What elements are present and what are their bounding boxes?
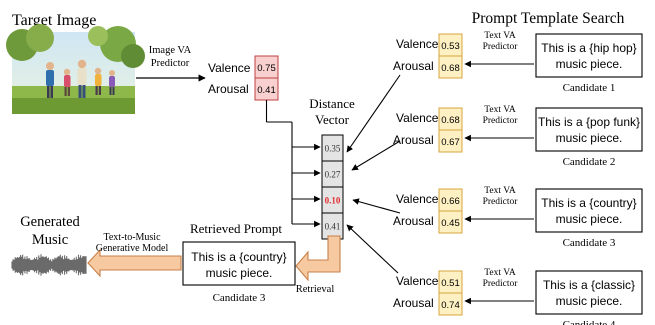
candidate-arousal-value: 0.68 xyxy=(441,63,460,74)
image-va-predictor-label-1: Image VA xyxy=(149,45,192,56)
image-valence-label: Valence xyxy=(208,61,251,75)
text-va-predictor-label-2: Predictor xyxy=(483,279,519,289)
candidate-arousal-box xyxy=(438,210,463,234)
distance-vector-label-1: Distance xyxy=(309,96,355,111)
text-va-predictor-label-1: Text VA xyxy=(484,186,516,196)
candidate-prompt-line-2: music piece. xyxy=(556,212,623,226)
candidate-arousal-box xyxy=(438,55,463,79)
candidate-valence-value: 0.53 xyxy=(441,41,460,52)
candidate-prompt-line-1: This is a {classic} xyxy=(543,278,635,292)
prompt-template-search-title: Prompt Template Search xyxy=(472,10,625,27)
candidate-arousal-value: 0.45 xyxy=(441,218,460,229)
candidate-valence-label: Valence xyxy=(396,274,439,288)
candidate-prompt-box xyxy=(535,270,643,315)
candidate-prompt-line-2: music piece. xyxy=(556,294,623,308)
image-va-box: 0.75 0.41 xyxy=(254,55,279,101)
retrieved-prompt-caption: Candidate 3 xyxy=(213,292,266,304)
candidate-arousal-box xyxy=(438,129,463,153)
candidate1-to-distance-arrow xyxy=(346,74,401,153)
candidate-prompt-line-2: music piece. xyxy=(556,57,623,71)
candidate-prompt-line-2: music piece. xyxy=(556,131,623,145)
candidate-arousal-value: 0.67 xyxy=(441,137,460,148)
candidate-arousal-label: Arousal xyxy=(393,59,434,73)
distance-vector: 0.35 0.27 0.10 0.41 xyxy=(321,134,344,240)
candidate-prompt-box xyxy=(535,107,643,152)
candidate-valence-label: Valence xyxy=(396,37,439,51)
candidate-arousal-label: Arousal xyxy=(393,214,434,228)
retrieved-prompt-line-1: This is a {country} xyxy=(191,250,286,264)
text-va-predictor-label-1: Text VA xyxy=(484,31,516,41)
distance-bracket xyxy=(265,100,293,224)
candidate-prompt-line-1: This is a {pop funk} xyxy=(538,115,640,129)
image-va-predictor-label-2: Predictor xyxy=(151,58,190,69)
distance-vector-label-2: Vector xyxy=(315,112,350,127)
candidate4-to-distance-arrow xyxy=(346,224,399,274)
generated-music-title-1: Generated xyxy=(20,214,80,230)
text-va-predictor-label-2: Predictor xyxy=(483,116,519,126)
candidate-prompt-line-1: This is a {country} xyxy=(541,196,636,210)
candidate-prompt-line-1: This is a {hip hop} xyxy=(541,41,636,55)
distance-value: 0.41 xyxy=(325,221,341,231)
image-arousal-value: 0.41 xyxy=(257,85,276,96)
image-valence-value: 0.75 xyxy=(257,63,276,74)
generated-music-title-2: Music xyxy=(32,232,68,248)
candidate-valence-value: 0.51 xyxy=(441,278,460,289)
retrieved-prompt-title: Retrieved Prompt xyxy=(190,221,282,236)
candidate-caption: Candidate 3 xyxy=(563,237,616,249)
candidate-valence-value: 0.66 xyxy=(441,196,460,207)
candidate2-to-distance-arrow xyxy=(351,140,401,171)
text-to-music-arrow xyxy=(87,248,182,278)
ttm-label-2: Generative Model xyxy=(96,243,169,254)
retrieval-label: Retrieval xyxy=(296,284,335,295)
retrieved-prompt-line-2: music piece. xyxy=(206,266,273,280)
retrieved-prompt-box xyxy=(182,241,296,286)
candidate-arousal-label: Arousal xyxy=(393,133,434,147)
target-image xyxy=(6,24,145,114)
distance-value: 0.10 xyxy=(325,195,341,205)
target-image-title: Target Image xyxy=(12,12,96,29)
retrieval-arrow xyxy=(295,235,341,282)
candidate-valence-label: Valence xyxy=(396,192,439,206)
ttm-label-1: Text-to-Music xyxy=(103,232,161,243)
candidate-prompt-box xyxy=(535,33,643,78)
candidate-valence-label: Valence xyxy=(396,111,439,125)
candidate-caption: Candidate 2 xyxy=(563,156,616,168)
candidate-arousal-value: 0.74 xyxy=(441,300,460,311)
text-va-predictor-label-1: Text VA xyxy=(484,105,516,115)
candidate-valence-value: 0.68 xyxy=(441,115,460,126)
music-waveform-icon xyxy=(11,254,87,276)
candidate-arousal-box xyxy=(438,292,463,316)
text-va-predictor-label-2: Predictor xyxy=(483,42,519,52)
text-va-predictor-label-2: Predictor xyxy=(483,197,519,207)
text-va-predictor-label-1: Text VA xyxy=(484,268,516,278)
candidate-prompt-box xyxy=(535,188,643,233)
candidate3-to-distance-arrow xyxy=(352,198,401,214)
image-arousal-label: Arousal xyxy=(208,82,249,96)
distance-value: 0.35 xyxy=(325,143,341,153)
candidate-arousal-label: Arousal xyxy=(393,296,434,310)
candidate-caption: Candidate 4 xyxy=(563,319,616,325)
distance-value: 0.27 xyxy=(325,169,341,179)
candidate-caption: Candidate 1 xyxy=(563,82,616,94)
